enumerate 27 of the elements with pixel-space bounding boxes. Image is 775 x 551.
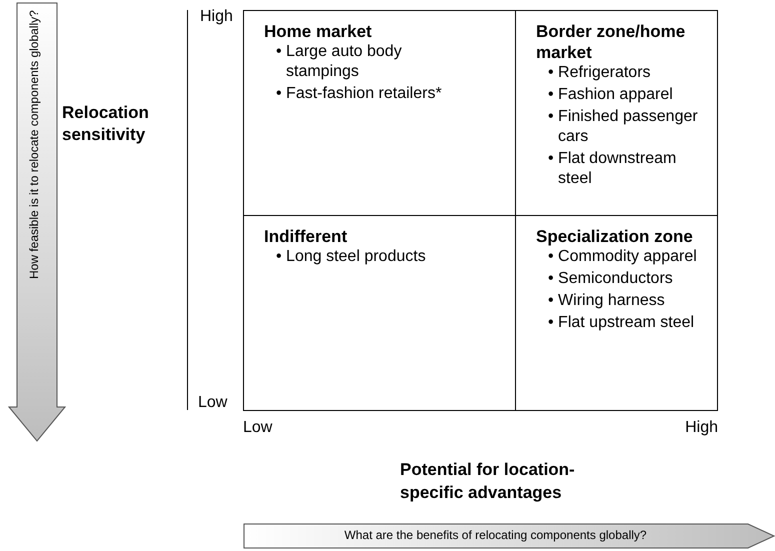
bullet-item: • Fast-fashion retailers*	[276, 84, 443, 104]
axis-tick-label: High	[685, 419, 718, 437]
bullet-item: • Long steel products	[276, 247, 427, 267]
axis-tick-label: Low	[243, 419, 272, 437]
bullet-item: • Wiring harness	[548, 291, 666, 311]
matrix-quadrant	[243, 215, 516, 411]
bullet-item: • Fashion apparel	[548, 85, 674, 105]
bullet-item: • Flat downstream steel	[548, 149, 678, 189]
bullet-item: • Flat upstream steel	[548, 313, 696, 333]
axis-title: Relocation sensitivity	[62, 102, 150, 146]
axis-tick-label: High	[200, 8, 233, 26]
bullet-item: • Commodity apparel	[548, 247, 698, 267]
arrow-text: How feasible is it to relocate components globally?	[27, 10, 41, 281]
bullet-item: • Refrigerators	[548, 63, 652, 83]
bullet-item: • Semiconductors	[548, 269, 674, 289]
matrix-quadrant	[515, 215, 718, 411]
axis-title: Potential for location-specific advantages	[400, 459, 576, 504]
quadrant-heading: Home market	[264, 21, 373, 42]
matrix-quadrant	[515, 10, 718, 216]
quadrant-heading: Specialization zone	[536, 226, 694, 247]
bullet-item: • Large auto body stampings	[276, 42, 403, 82]
quadrant-heading: Border zone/home market	[536, 21, 686, 63]
quadrant-heading: Indifferent	[264, 226, 348, 247]
matrix-quadrant	[243, 10, 516, 216]
bullet-item: • Finished passenger cars	[548, 107, 699, 147]
axis-tick-label: Low	[198, 394, 228, 412]
arrow-text: What are the benefits of relocating components globally?	[343, 528, 648, 542]
